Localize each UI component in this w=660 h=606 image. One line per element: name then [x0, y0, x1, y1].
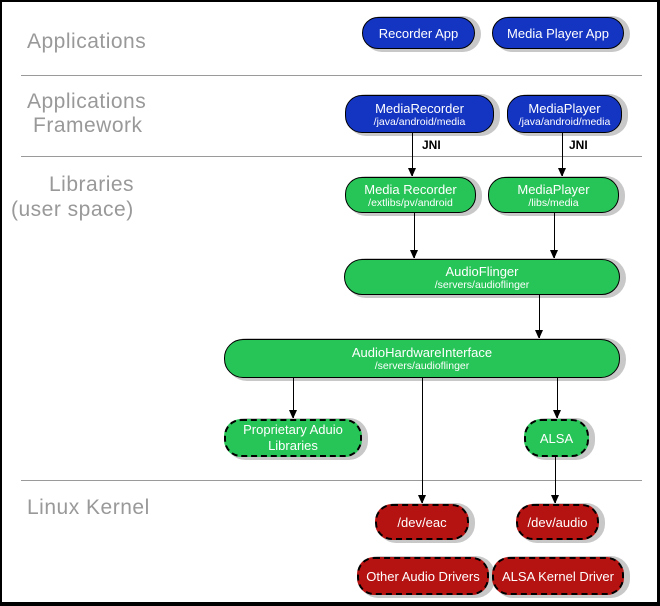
node-audio-hardware-interface: AudioHardwareInterface /servers/audiofli… — [224, 339, 620, 378]
arrowhead-icon — [553, 410, 561, 419]
node-title: /dev/audio — [527, 514, 588, 530]
jni-label-left: JNI — [422, 138, 441, 152]
arrow-mediarecorder-jni — [408, 133, 416, 177]
arrow-mediarecorder-to-audioflinger — [410, 213, 418, 259]
arrowhead-icon — [410, 250, 418, 259]
node-title: AudioHardwareInterface — [351, 345, 493, 360]
node-title: /dev/eac — [397, 514, 447, 530]
node-media-player-app: Media Player App — [492, 17, 624, 49]
node-other-audio-drivers: Other Audio Drivers — [357, 557, 489, 595]
node-recorder-app: Recorder App — [362, 17, 475, 49]
jni-label-right: JNI — [569, 138, 588, 152]
node-path: /java/android/media — [373, 115, 466, 128]
layer-label-applications: Applications — [27, 30, 147, 53]
node-title: Recorder App — [378, 25, 459, 41]
layer-label-libraries: Libraries (user space) — [11, 172, 134, 222]
node-title: ALSA Kernel Driver — [502, 568, 614, 584]
node-alsa: ALSA — [524, 419, 589, 457]
arrow-mediaplayer-jni — [558, 133, 566, 177]
node-mediaplayer-framework: MediaPlayer /java/android/media — [507, 95, 622, 133]
divider-framework-libraries — [21, 156, 642, 157]
node-title: Other Audio Drivers — [366, 568, 480, 584]
libraries-label-line2: (user space) — [11, 198, 134, 221]
node-path: /servers/audioflinger — [374, 360, 470, 372]
layer-label-applications-framework: Applications Framework — [27, 90, 146, 138]
node-dev-eac: /dev/eac — [375, 504, 469, 540]
divider-libraries-kernel — [21, 480, 642, 481]
node-media-recorder-lib: Media Recorder /extlibs/pv/android — [345, 177, 476, 213]
node-title: MediaRecorder — [375, 100, 464, 116]
arrow-alsa-to-dev-audio — [551, 457, 559, 504]
node-path: /servers/audioflinger — [434, 278, 530, 291]
divider-applications-framework — [21, 75, 642, 76]
node-title: MediaPlayer — [528, 100, 601, 116]
node-proprietary-audio-libraries: Proprietary Aduio Libraries — [224, 419, 362, 457]
node-path: /extlibs/pv/android — [368, 196, 453, 209]
node-title: MediaPlayer — [517, 181, 590, 197]
framework-label-line2: Framework — [33, 114, 143, 137]
node-title: Proprietary Aduio Libraries — [243, 422, 343, 453]
node-title: AudioFlinger — [445, 263, 519, 279]
arrowhead-icon — [551, 495, 559, 504]
node-title: Media Recorder — [364, 181, 457, 197]
arrow-hwinterface-to-alsa — [553, 378, 561, 419]
arrow-hwinterface-to-dev-eac — [418, 378, 426, 504]
arrow-hwinterface-to-proprietary — [289, 378, 297, 419]
arrow-mediaplayer-to-audioflinger — [550, 213, 558, 259]
arrowhead-icon — [558, 168, 566, 177]
node-mediarecorder-framework: MediaRecorder /java/android/media — [345, 95, 494, 133]
node-alsa-kernel-driver: ALSA Kernel Driver — [492, 557, 624, 595]
node-dev-audio: /dev/audio — [516, 504, 599, 540]
node-audioflinger: AudioFlinger /servers/audioflinger — [344, 259, 620, 295]
arrowhead-icon — [418, 495, 426, 504]
arrow-audioflinger-to-hwinterface — [535, 295, 543, 339]
node-path: /libs/media — [528, 196, 579, 209]
libraries-label-line1: Libraries — [49, 173, 135, 196]
node-title: ALSA — [539, 430, 574, 446]
arrowhead-icon — [535, 330, 543, 339]
framework-label-line1: Applications — [27, 90, 147, 113]
arrowhead-icon — [408, 168, 416, 177]
node-title: Media Player App — [507, 25, 609, 41]
arrowhead-icon — [289, 410, 297, 419]
layer-label-linux-kernel: Linux Kernel — [27, 496, 150, 519]
node-mediaplayer-lib: MediaPlayer /libs/media — [488, 177, 619, 213]
arrowhead-icon — [550, 250, 558, 259]
node-path: /java/android/media — [518, 115, 611, 128]
